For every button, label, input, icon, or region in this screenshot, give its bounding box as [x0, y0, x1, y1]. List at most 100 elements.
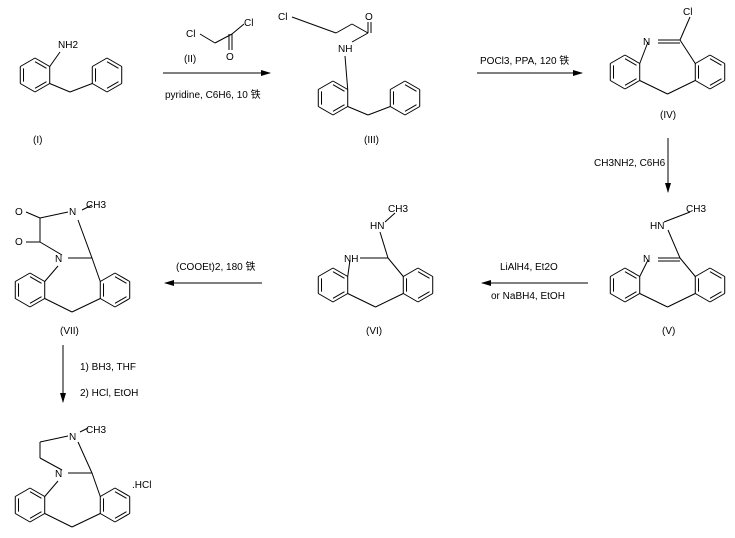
- atom-nh: NH: [344, 254, 358, 265]
- bond: [100, 513, 116, 523]
- bond: [404, 106, 420, 116]
- label-II: (II): [184, 54, 196, 65]
- bond: [44, 513, 73, 528]
- atom-hn: HN: [650, 221, 664, 232]
- bond: [77, 441, 93, 474]
- bond: [114, 511, 127, 519]
- bond: [417, 291, 430, 299]
- bond: [318, 106, 334, 116]
- bond: [709, 54, 725, 64]
- bond: [69, 83, 93, 93]
- label-VI: (VI): [366, 326, 382, 337]
- bond: [199, 33, 216, 44]
- bond: [332, 267, 348, 277]
- bond: [347, 259, 351, 277]
- bond: [639, 80, 668, 95]
- bond: [71, 513, 101, 528]
- bond: [318, 267, 334, 277]
- bond: [695, 293, 711, 303]
- bond: [332, 80, 348, 90]
- atom-n: N: [55, 469, 62, 480]
- bond: [639, 41, 649, 64]
- bond: [679, 16, 691, 41]
- label-V: (V): [662, 326, 675, 337]
- bond: [15, 272, 31, 282]
- bond: [347, 293, 376, 308]
- label-VII: (VII): [60, 326, 79, 337]
- bond: [92, 57, 108, 67]
- bond: [291, 16, 337, 34]
- label-IV: (IV): [660, 110, 676, 121]
- atom-nh: NH: [338, 44, 352, 55]
- bond: [114, 296, 127, 304]
- bond: [709, 267, 725, 277]
- condition-step-5: (COOEt)2, 180 铁: [176, 260, 255, 273]
- bond: [695, 80, 711, 90]
- bond: [417, 293, 433, 303]
- arrows: [60, 70, 671, 403]
- bond: [335, 23, 353, 34]
- atom-n: N: [55, 254, 62, 265]
- atom-o: O: [226, 52, 234, 63]
- bond: [44, 298, 73, 313]
- bond: [379, 231, 389, 259]
- bond: [15, 513, 31, 523]
- bond: [417, 271, 430, 279]
- condition-step-1: pyridine, C6H6, 10 铁: [165, 88, 261, 101]
- bond: [403, 267, 419, 277]
- bond: [20, 83, 36, 93]
- bond: [91, 472, 101, 497]
- bond: [624, 267, 640, 277]
- condition-step-6b: 2) HCl, EtOH: [80, 388, 138, 399]
- bond: [332, 106, 348, 116]
- bond: [81, 204, 93, 211]
- bond: [624, 80, 640, 90]
- bond: [34, 83, 50, 93]
- bond: [34, 61, 47, 69]
- bond: [375, 293, 404, 308]
- bond: [404, 104, 417, 112]
- condition-step-2: POCl3, PPA, 120 铁: [480, 54, 569, 67]
- bond: [387, 257, 404, 277]
- condition-step-6a: 1) BH3, THF: [80, 362, 136, 373]
- atom-cl: Cl: [278, 12, 287, 23]
- atom-ch3: CH3: [86, 200, 106, 211]
- bonds: [14, 16, 726, 528]
- condition-step-4b: or NaBH4, EtOH: [491, 291, 565, 302]
- bond: [667, 293, 696, 308]
- bond: [639, 293, 668, 308]
- bond: [34, 57, 50, 67]
- bond: [44, 265, 59, 282]
- bond: [79, 427, 89, 433]
- bond: [39, 211, 69, 219]
- bond: [49, 83, 71, 93]
- hcl-salt: .HCl: [132, 480, 151, 491]
- bond: [29, 296, 42, 304]
- bond: [106, 81, 119, 89]
- bond: [344, 55, 349, 90]
- atom-ch3: CH3: [86, 425, 106, 436]
- atom-n: N: [643, 254, 650, 265]
- atom-cl: Cl: [186, 29, 195, 40]
- bond: [114, 513, 130, 523]
- bond: [318, 293, 334, 303]
- condition-step-3: CH3NH2, C6H6: [594, 158, 666, 169]
- bond: [610, 293, 626, 303]
- atom-o: O: [15, 207, 23, 218]
- bond: [114, 276, 127, 284]
- bond: [679, 39, 696, 64]
- atom-hn: HN: [370, 221, 384, 232]
- label-I: (I): [33, 135, 42, 146]
- atom-o: O: [15, 237, 23, 248]
- bond: [29, 513, 45, 523]
- bond: [709, 271, 722, 279]
- bond: [71, 298, 101, 313]
- bond: [709, 78, 722, 86]
- bond: [39, 241, 63, 256]
- bond: [332, 291, 345, 299]
- bond: [347, 106, 369, 116]
- bond: [667, 80, 696, 95]
- atom-nh2: NH2: [58, 40, 78, 51]
- bond: [15, 298, 31, 308]
